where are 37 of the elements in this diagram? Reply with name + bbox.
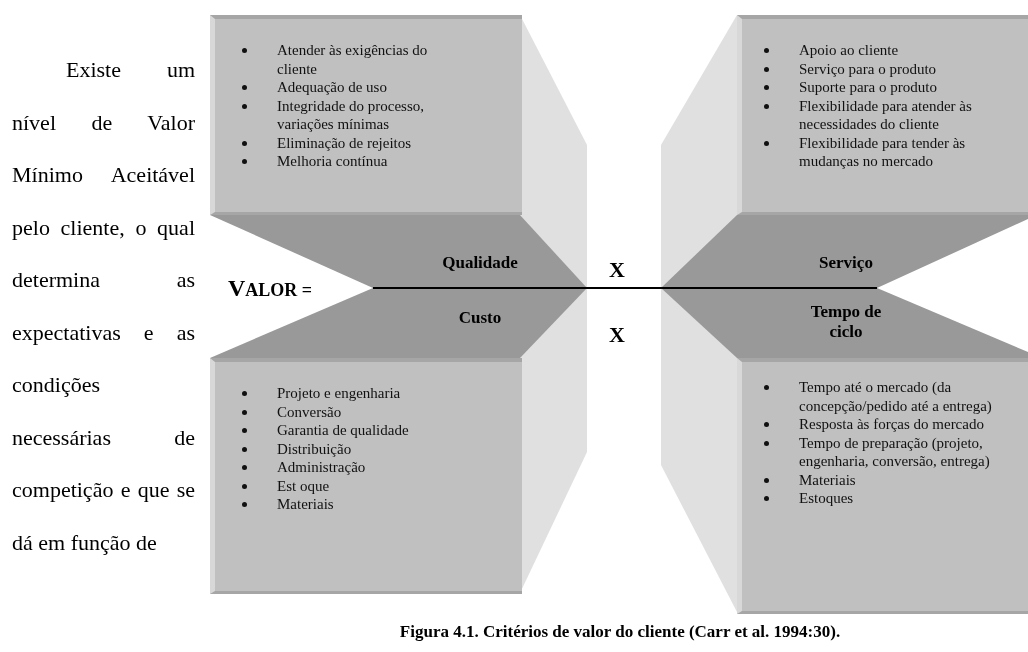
bullet-item: Atender às exigências do cliente [240, 41, 467, 78]
multiply-sign: X [609, 322, 625, 348]
bullet-item: Tempo até o mercado (da concepção/pedido até a entrega) [762, 378, 999, 415]
bullet-item: Materiais [762, 470, 999, 489]
criterion-title: Custo [457, 308, 503, 328]
bullet-item: Distribuição [240, 439, 467, 458]
criterion-band [661, 215, 1028, 288]
bullet-item: Serviço para o produto [762, 59, 999, 78]
bullet-item: Flexibilidade para atender às necessidades do cliente [762, 96, 999, 134]
criteria-panel [737, 15, 1028, 215]
bullet-item: Eliminação de rejeitos [240, 133, 467, 152]
criterion-title: Qualidade [441, 253, 519, 273]
criteria-panel [737, 358, 1028, 614]
bullet-item: Adequação de uso [240, 78, 467, 97]
bullet-item: Resposta às forças do mercado [762, 415, 999, 434]
bullet-item: Conversão [240, 402, 467, 421]
body-paragraph: Existe um nível de Valor Mínimo Aceitável pelo cliente, o qual determina as expectativas e as condições necessárias de competição e que se dá em função de [12, 56, 195, 557]
criterion-band [661, 288, 1028, 358]
figure-caption: Figura 4.1. Critérios de valor do cliente (Carr et al. 1994:30). [398, 622, 842, 642]
bullet-item: Est oque [240, 476, 467, 495]
bullet-item: Flexibilidade para tender às mudanças no mercado [762, 133, 999, 171]
equation-label: VALOR = [228, 275, 313, 302]
bullet-item: Projeto e engenharia [240, 384, 467, 403]
bullet-item: Materiais [240, 495, 467, 514]
bullet-item: Integridade do processo, variações mínimas [240, 96, 467, 134]
criteria-panel [210, 15, 522, 215]
bullet-item: Melhoria contínua [240, 152, 467, 171]
bullet-item: Estoques [762, 489, 999, 508]
bullet-item: Apoio ao cliente [762, 41, 999, 60]
bullet-item: Suporte para o produto [762, 78, 999, 97]
bullet-item: Administração [240, 458, 467, 477]
multiply-sign: X [609, 257, 625, 283]
criterion-title: Serviço [818, 253, 874, 273]
bullet-item: Tempo de preparação (projeto, engenharia, conversão, entrega) [762, 433, 999, 471]
bullet-item: Garantia de qualidade [240, 421, 467, 440]
criterion-title: Tempo de ciclo [809, 302, 883, 342]
criteria-panel [210, 358, 522, 594]
